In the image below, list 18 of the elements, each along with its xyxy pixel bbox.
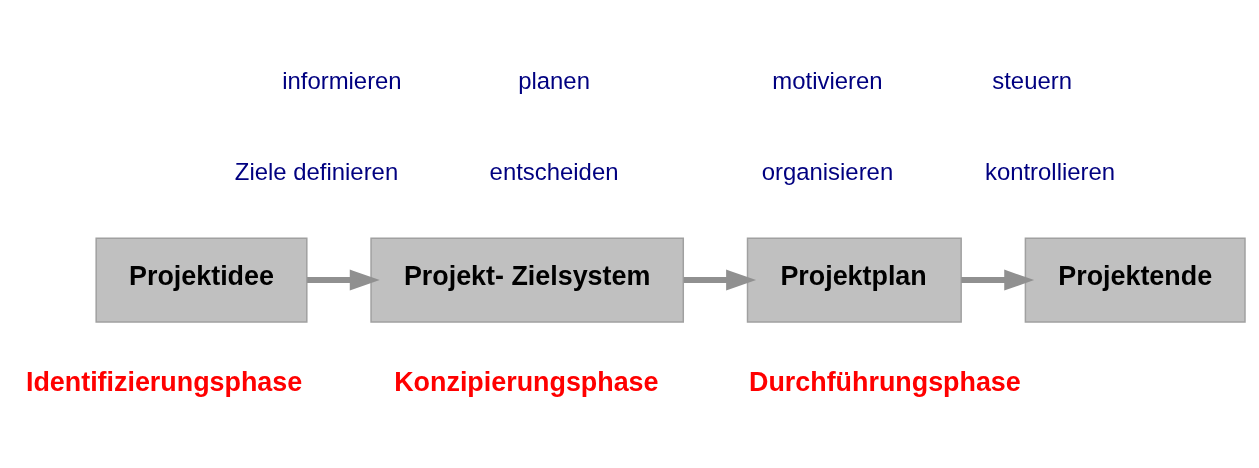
label: motivieren bbox=[772, 66, 883, 94]
label: Ziele definieren bbox=[234, 157, 399, 185]
arrow bbox=[961, 269, 1035, 291]
label: kontrollieren bbox=[984, 157, 1116, 185]
arrow bbox=[683, 269, 757, 291]
node-box: Projekt- Zielsystem bbox=[370, 237, 685, 323]
label: entscheiden bbox=[489, 157, 619, 185]
label: organisieren bbox=[761, 157, 894, 185]
node-box: Projektidee bbox=[95, 237, 308, 323]
label: planen bbox=[518, 66, 590, 94]
label: Durchführungsphase bbox=[749, 366, 1021, 397]
label: steuern bbox=[992, 66, 1072, 94]
label: informieren bbox=[282, 66, 402, 94]
arrow bbox=[307, 269, 380, 291]
node-box: Projektende bbox=[1024, 237, 1246, 323]
node-box: Projektplan bbox=[746, 237, 962, 323]
label: Konzipierungsphase bbox=[394, 366, 659, 397]
label: Identifizierungsphase bbox=[25, 366, 303, 397]
